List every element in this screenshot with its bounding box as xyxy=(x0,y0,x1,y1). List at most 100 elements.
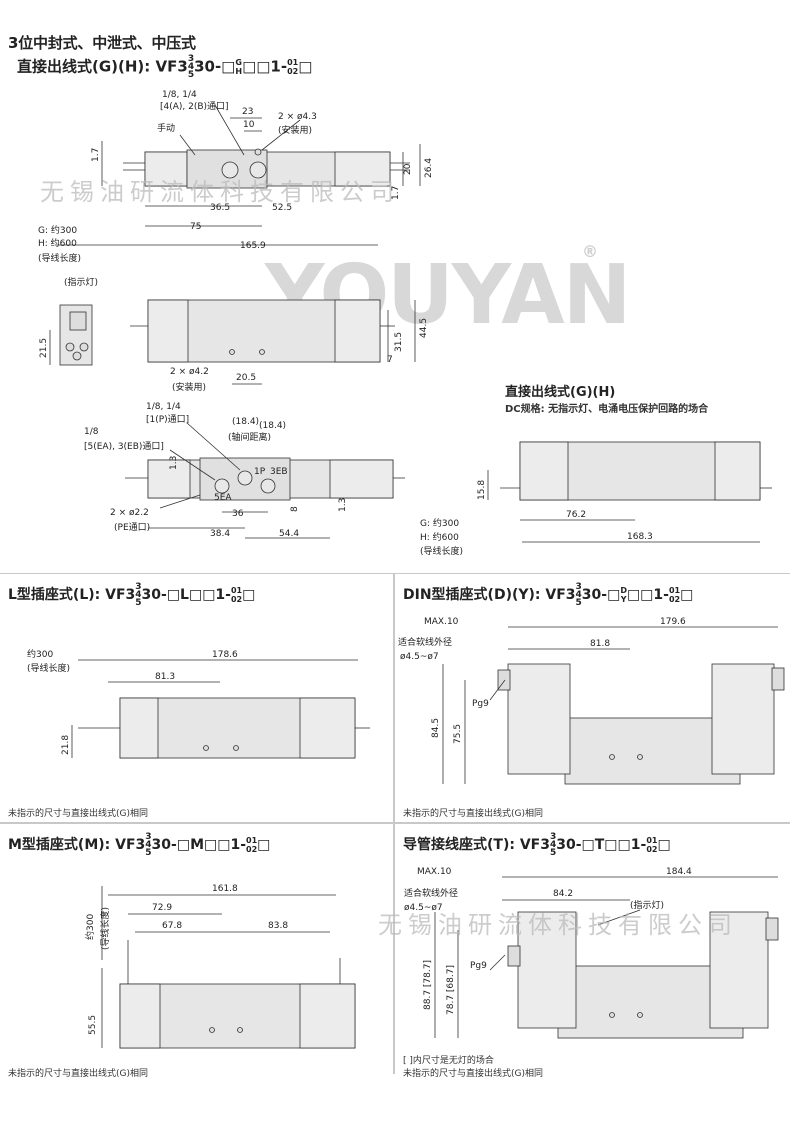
t-box-right xyxy=(709,911,769,1029)
din-connector-right xyxy=(711,663,775,775)
frac-4: 4 xyxy=(145,840,152,850)
mount-hole xyxy=(259,349,265,355)
din-cable-label: 适合软线外径 xyxy=(398,636,452,648)
l-title-prefix: L型插座式(L): VF3 xyxy=(8,587,136,603)
mount-hole xyxy=(637,1012,643,1018)
frac-3: 3 xyxy=(549,832,557,842)
t-footnote-bracket: [ ]内尺寸是无灯的场合 xyxy=(403,1056,494,1066)
side-solenoid-left xyxy=(147,299,189,363)
port-size-label: 1/8, 1/4 xyxy=(162,90,197,100)
leader-line xyxy=(489,679,506,701)
end-port xyxy=(79,342,89,352)
l-footnote: 未指示的尺寸与直接出线式(G)相同 xyxy=(8,809,148,819)
section-divider xyxy=(0,573,790,574)
l-plug-view xyxy=(71,659,370,759)
dim-54-4: 54.4 xyxy=(279,529,299,539)
leader-line xyxy=(214,104,245,156)
mark-1p: 1P xyxy=(254,467,266,477)
t-max: MAX.10 xyxy=(417,867,452,877)
side-solenoid-right xyxy=(334,299,381,363)
dim-7: 7 xyxy=(387,355,393,365)
frac-4: 4 xyxy=(187,62,195,72)
frac-02: 02 xyxy=(246,845,258,854)
dim-1-7-right: 1.7 xyxy=(391,186,401,200)
dim-75-5: 75.5 xyxy=(453,724,463,744)
valve-end-view xyxy=(49,304,93,366)
valve-top-view xyxy=(55,104,421,246)
dim-31-5: 31.5 xyxy=(394,332,404,352)
dim-165-9: 165.9 xyxy=(240,241,266,251)
frac-4: 4 xyxy=(135,590,142,600)
solenoid-left xyxy=(144,151,188,187)
dim-179-6: 179.6 xyxy=(660,617,686,627)
pe-hole-label: 2 × ø2.2 xyxy=(110,508,149,518)
dim-88-7: 88.7 [78.7] xyxy=(423,960,433,1010)
port-2b-circle xyxy=(249,161,267,179)
mount-hole xyxy=(637,754,643,760)
bottom-solenoid-left xyxy=(147,459,191,499)
lead-length-h: H: 约600 xyxy=(38,237,77,249)
solenoid-right xyxy=(334,151,391,187)
dim-178-6: 178.6 xyxy=(212,650,238,660)
port-p-size: 1/8, 1/4 xyxy=(146,402,181,412)
port-e-label: [5(EA), 3(EB)通口] xyxy=(84,441,164,452)
port-3eb xyxy=(260,478,276,494)
frac-3: 3 xyxy=(145,832,152,842)
pg9-gland-left xyxy=(507,945,521,967)
axial-distance-label: (轴间距离) xyxy=(228,431,271,443)
dim-52-5: 52.5 xyxy=(272,203,292,213)
model-end: □ xyxy=(257,837,271,853)
dc-solenoid-right xyxy=(714,441,761,501)
dc-lead-g: G: 约300 xyxy=(420,517,459,529)
dc-lead-h: H: 约600 xyxy=(420,531,459,543)
end-port xyxy=(72,351,82,361)
company-watermark-top: 无锡油研流体科技有限公司 xyxy=(40,178,400,206)
mount-hole xyxy=(209,1027,215,1033)
port-1p xyxy=(237,470,253,486)
leader-line xyxy=(489,954,506,971)
dim-26-4: 26.4 xyxy=(424,158,434,178)
t-conduit-view xyxy=(434,876,779,1039)
indicator-lamp xyxy=(69,311,87,331)
t-box-left xyxy=(517,911,577,1029)
din-footnote: 未指示的尺寸与直接出线式(G)相同 xyxy=(403,809,543,819)
mount-hole xyxy=(254,148,262,156)
registered-mark: ® xyxy=(582,242,598,261)
m-plug-view xyxy=(101,886,356,1049)
direct-wiring-title: 直接出线式(G)(H) xyxy=(505,385,616,400)
lead-length-label: (导线长度) xyxy=(38,252,81,264)
din-body xyxy=(564,717,741,785)
dim-10: 10 xyxy=(243,120,255,130)
section-divider xyxy=(0,822,790,824)
t-footnote: 未指示的尺寸与直接出线式(G)相同 xyxy=(403,1069,543,1079)
indicator-label: (指示灯) xyxy=(64,276,98,288)
mount-hole-label: 2 × ø4.3 xyxy=(278,112,317,122)
dim-8: 8 xyxy=(290,506,300,512)
frac-4: 4 xyxy=(549,840,557,850)
frac-01: 01 xyxy=(287,58,299,67)
frac-02: 02 xyxy=(230,595,243,604)
dim-67-8: 67.8 xyxy=(162,921,182,931)
mount-purpose-label: (安装用) xyxy=(278,124,312,136)
dim-21-8: 21.8 xyxy=(61,735,71,755)
mount-hole xyxy=(609,754,615,760)
dim-184-4: 184.4 xyxy=(666,867,692,877)
leader-line xyxy=(186,422,241,471)
valve-side-view xyxy=(130,299,416,385)
frac-5: 5 xyxy=(145,848,152,858)
mount-hole xyxy=(229,349,235,355)
frac-y: Y xyxy=(620,595,627,604)
leader-line xyxy=(261,119,301,151)
model-end: □ xyxy=(298,57,313,76)
dim-168-3: 168.3 xyxy=(627,532,653,542)
valve-bottom-view xyxy=(125,422,405,539)
frac-01: 01 xyxy=(230,586,243,595)
dim-1-3-bottom: 1.3 xyxy=(338,498,348,512)
